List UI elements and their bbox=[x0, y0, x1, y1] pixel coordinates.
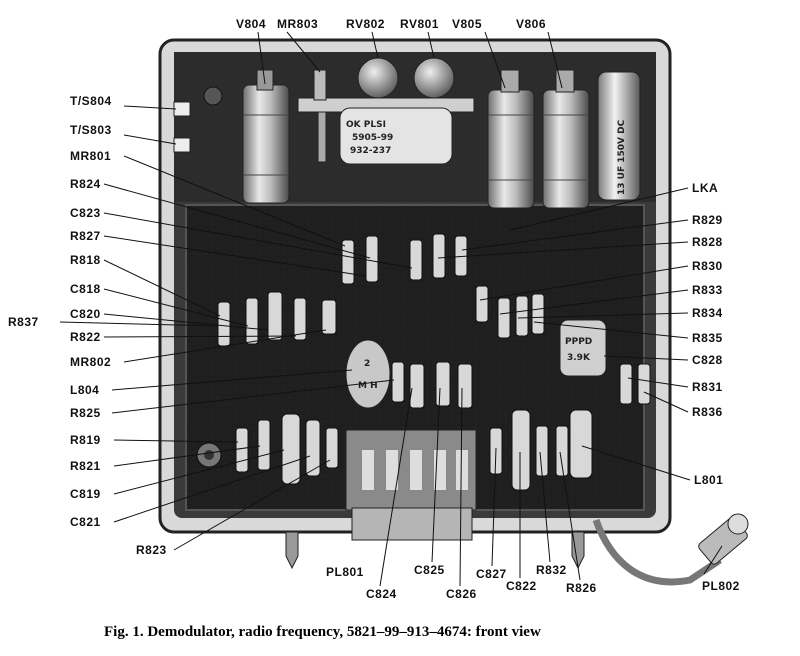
label-r835: R835 bbox=[692, 331, 723, 345]
cable-pl802 bbox=[592, 513, 749, 586]
label-r827: R827 bbox=[70, 229, 101, 243]
label-c824: C824 bbox=[366, 587, 397, 601]
label-rv801: RV801 bbox=[400, 17, 439, 31]
label-c821: C821 bbox=[70, 515, 101, 529]
label-mr803: MR803 bbox=[277, 17, 318, 31]
label-c828: C828 bbox=[692, 353, 723, 367]
label-r822: R822 bbox=[70, 330, 101, 344]
label-l801: L801 bbox=[694, 473, 723, 487]
label-ts804: T/S804 bbox=[70, 94, 112, 108]
label-pl802: PL802 bbox=[702, 579, 740, 593]
label-c826: C826 bbox=[446, 587, 477, 601]
label-r831: R831 bbox=[692, 380, 723, 394]
label-mr802: MR802 bbox=[70, 355, 111, 369]
board-components bbox=[217, 233, 651, 491]
label-l804: L804 bbox=[70, 383, 99, 397]
mr803-marking-1: OK PLSI bbox=[346, 120, 386, 130]
label-c818: C818 bbox=[70, 282, 101, 296]
label-r826: R826 bbox=[566, 581, 597, 595]
tube-v804 bbox=[242, 69, 290, 204]
label-r832: R832 bbox=[536, 563, 567, 577]
label-ts803: T/S803 bbox=[70, 123, 112, 137]
figure-caption: Fig. 1. Demodulator, radio frequency, 58… bbox=[104, 624, 541, 640]
label-c822: C822 bbox=[506, 579, 537, 593]
label-mr801: MR801 bbox=[70, 149, 111, 163]
terminals bbox=[173, 86, 223, 468]
label-v806: V806 bbox=[516, 17, 546, 31]
connector-pl801 bbox=[345, 429, 477, 541]
label-r823: R823 bbox=[136, 543, 167, 557]
mr803-marking-3: 932-237 bbox=[350, 146, 391, 156]
label-r829: R829 bbox=[692, 213, 723, 227]
label-c819: C819 bbox=[70, 487, 101, 501]
label-rv802: RV802 bbox=[346, 17, 385, 31]
label-r824: R824 bbox=[70, 177, 101, 191]
label-pl801: PL801 bbox=[326, 565, 364, 579]
label-r818: R818 bbox=[70, 253, 101, 267]
mr803-marking-2: 5905-99 bbox=[352, 133, 393, 143]
callout-labels: V804 MR803 RV802 RV801 V805 V806 T/S804 … bbox=[8, 17, 740, 601]
l804-marking-2: M H bbox=[358, 381, 378, 391]
label-r830: R830 bbox=[692, 259, 723, 273]
label-c820: C820 bbox=[70, 307, 101, 321]
label-c823: C823 bbox=[70, 206, 101, 220]
coil-l804: 2 M H bbox=[345, 339, 391, 409]
label-r819: R819 bbox=[70, 433, 101, 447]
cap-marking: 13 UF 150V DC bbox=[617, 119, 627, 195]
mounting-pins bbox=[285, 531, 585, 570]
label-r837: R837 bbox=[8, 315, 39, 329]
label-r833: R833 bbox=[692, 283, 723, 297]
label-c827: C827 bbox=[476, 567, 507, 581]
label-r836: R836 bbox=[692, 405, 723, 419]
potentiometer-bracket: OK PLSI 5905-99 932-237 bbox=[297, 57, 475, 165]
label-c825: C825 bbox=[414, 563, 445, 577]
label-r825: R825 bbox=[70, 406, 101, 420]
c828-marking-2: 3.9K bbox=[567, 353, 591, 363]
label-v804: V804 bbox=[236, 17, 266, 31]
capacitor-c828: PPPD 3.9K bbox=[559, 319, 607, 377]
tube-v805 bbox=[487, 69, 535, 209]
label-r834: R834 bbox=[692, 306, 723, 320]
label-v805: V805 bbox=[452, 17, 482, 31]
label-r821: R821 bbox=[70, 459, 101, 473]
tube-v806 bbox=[542, 69, 590, 209]
leader-lines bbox=[59, 31, 723, 587]
label-r828: R828 bbox=[692, 235, 723, 249]
capacitor-13uf: 13 UF 150V DC bbox=[597, 71, 641, 201]
c828-marking-1: PPPD bbox=[565, 337, 592, 347]
label-lka: LKA bbox=[692, 181, 718, 195]
l804-marking-1: 2 bbox=[364, 359, 370, 369]
